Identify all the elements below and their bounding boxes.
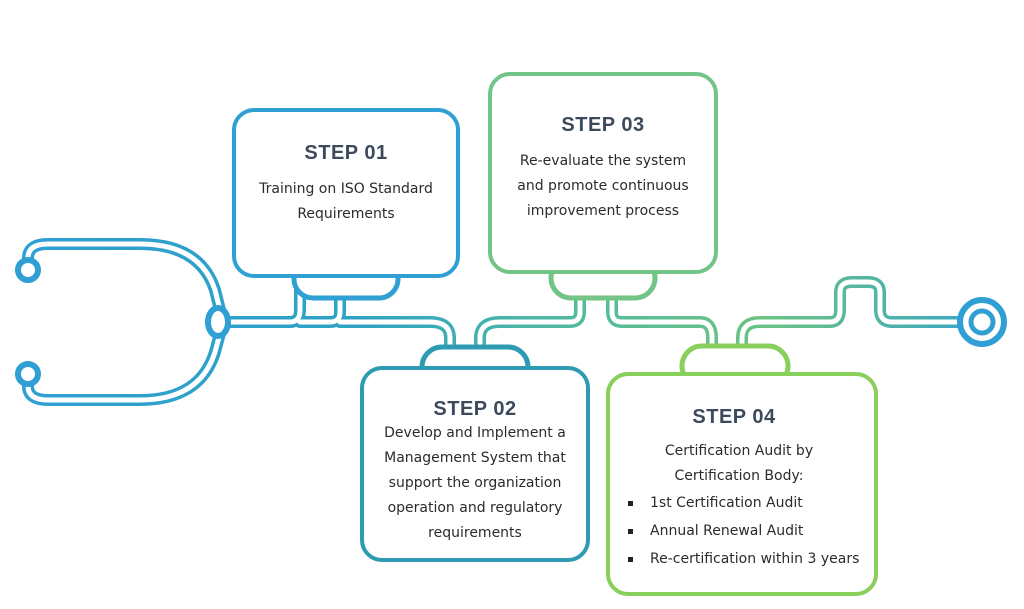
step-03-title: STEP 03 [561, 114, 645, 136]
step-03-line-1: Re-evaluate the system [519, 153, 687, 169]
step-02-box: STEP 02 Develop and Implement a Manageme… [360, 366, 590, 562]
tube-junction [205, 305, 231, 339]
step-04-line-1: Certification Audit by [664, 443, 814, 459]
step-03-line-2: and promote continuous [517, 178, 689, 194]
ear-tips [15, 257, 41, 387]
step-03-box: STEP 03 Re-evaluate the system and promo… [488, 72, 718, 274]
ear-arm-lower [22, 320, 228, 406]
step-01-title: STEP 01 [304, 142, 388, 164]
ear-arm-upper [22, 238, 228, 324]
step-03-line-3: improvement process [526, 203, 680, 219]
step-04-bullet-2: Annual Renewal Audit [624, 517, 859, 545]
ear-tip-upper-icon [15, 257, 41, 283]
step-01-line-2: Requirements [297, 206, 395, 222]
stethoscope-tube [22, 238, 974, 406]
step-02-line-3: support the organization [388, 475, 562, 491]
step-04-bullet-1: 1st Certification Audit [624, 489, 859, 517]
step-02-line-1: Develop and Implement a [384, 425, 566, 441]
step-02-line-5: requirements [428, 525, 522, 541]
step-02-line-2: Management System that [384, 450, 566, 466]
step-04-bullet-3: Re-certification within 3 years [624, 545, 859, 573]
step-04-line-2: Certification Body: [674, 468, 804, 484]
step-02-line-4: operation and regulatory [387, 500, 563, 516]
step-01-line-1: Training on ISO Standard [259, 181, 433, 197]
step-04-bullet-list: 1st Certification Audit Annual Renewal A… [624, 489, 859, 573]
ear-tip-lower-icon [15, 361, 41, 387]
step-02-title: STEP 02 [433, 398, 517, 420]
step-01-box: STEP 01 Training on ISO Standard Require… [232, 108, 460, 278]
step-04-box: STEP 04 Certification Audit by Certifica… [606, 372, 878, 596]
step-04-title: STEP 04 [692, 406, 776, 428]
chest-piece-icon [957, 297, 1007, 347]
